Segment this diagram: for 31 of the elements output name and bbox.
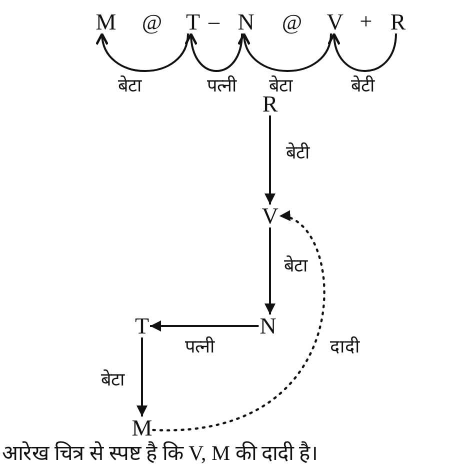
edge-label: पत्नी	[185, 336, 215, 358]
arrow	[264, 228, 276, 314]
arrow	[185, 32, 243, 72]
letter-label: R	[389, 10, 407, 34]
edge-label: बेटा	[284, 256, 308, 276]
caption: आरेख चित्र से स्पष्ट है कि V, M की दादी है।	[2, 441, 318, 466]
operator-symbol: @	[142, 9, 162, 35]
arrow	[150, 320, 259, 332]
edge-label: दादी	[330, 336, 360, 358]
letter-label: V	[260, 204, 280, 228]
edge-label: पत्नी	[207, 76, 237, 96]
dotted-arrow	[152, 213, 326, 432]
edge-label: बेटा	[101, 370, 125, 390]
arrow	[264, 116, 276, 204]
arrow	[328, 32, 397, 72]
letter-label: T	[184, 10, 202, 34]
arrow	[136, 338, 148, 416]
arrow	[239, 32, 332, 72]
operator-symbol: +	[360, 8, 372, 34]
letter-label: T	[134, 314, 150, 338]
operator-symbol: –	[208, 8, 220, 34]
letter-label: M	[94, 10, 118, 34]
arrow	[97, 32, 189, 72]
letter-label: V	[326, 10, 344, 34]
letter-label: M	[130, 416, 154, 440]
edge-label: बेटी	[351, 76, 375, 96]
edge-label: बेटी	[286, 142, 310, 164]
edge-label: बेटा	[118, 76, 142, 96]
letter-label: N	[258, 314, 278, 338]
letter-label: N	[236, 10, 256, 34]
operator-symbol: @	[282, 9, 302, 35]
